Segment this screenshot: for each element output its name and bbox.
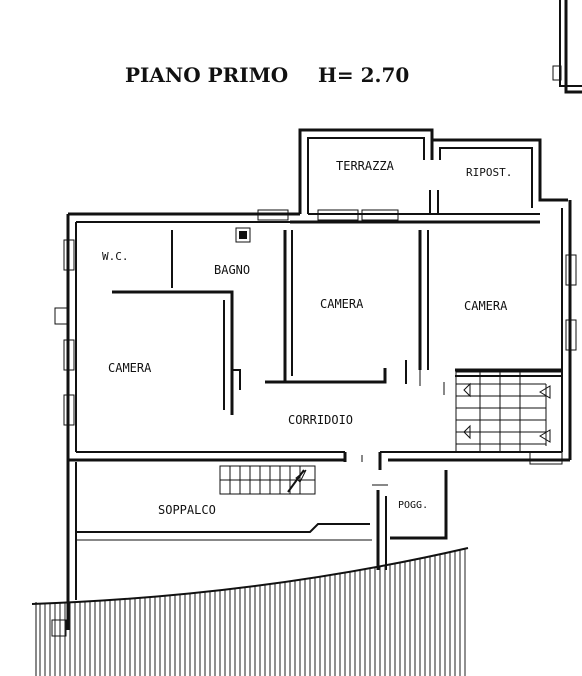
windows	[54, 209, 577, 426]
label-ripost: RIPOST.	[466, 166, 512, 179]
adjacent-building	[552, 0, 582, 94]
outer-walls	[66, 128, 572, 630]
height-label: H= 2.70	[318, 63, 409, 87]
plan-title: PIANO PRIMO	[125, 63, 288, 87]
stair-lower	[219, 465, 316, 495]
label-camera-right: CAMERA	[464, 299, 508, 313]
label-soppalco: SOPPALCO	[158, 503, 216, 517]
roof-edge	[31, 547, 469, 605]
label-corridoio: CORRIDOIO	[288, 413, 353, 427]
label-pogg: POGG.	[398, 500, 428, 511]
label-camera-left: CAMERA	[108, 361, 152, 375]
interior-walls	[75, 190, 562, 600]
label-terrazza: TERRAZZA	[336, 159, 395, 173]
door-marks	[361, 370, 445, 486]
label-wc: W.C.	[102, 250, 129, 263]
label-bagno: BAGNO	[214, 263, 250, 277]
label-camera-center: CAMERA	[320, 297, 364, 311]
stair-upper	[455, 371, 563, 465]
roof-hatch	[39, 548, 466, 676]
roof-vent	[51, 619, 67, 637]
